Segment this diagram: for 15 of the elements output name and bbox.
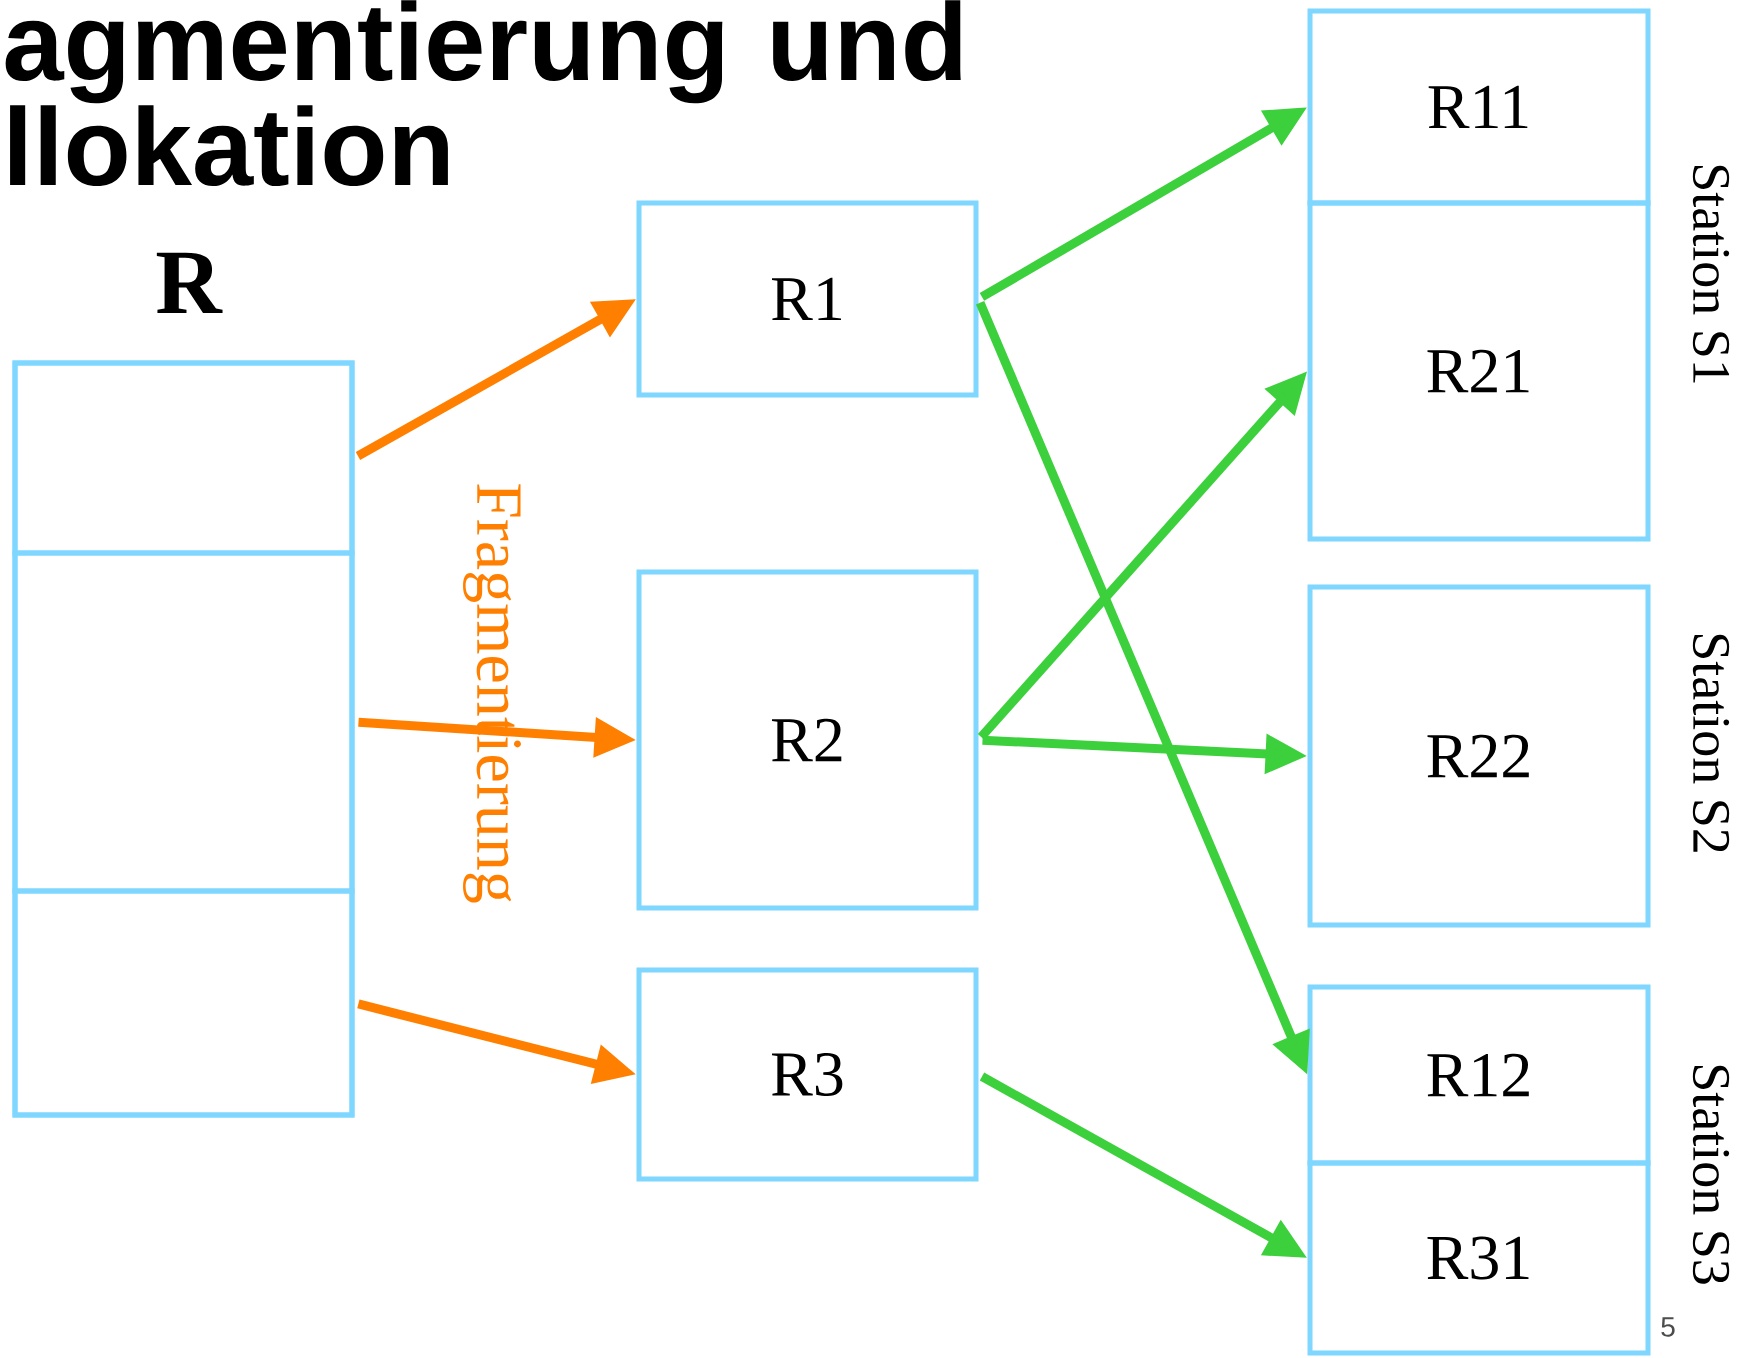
box: R11 xyxy=(1307,8,1651,206)
box: R21 xyxy=(1307,200,1651,542)
rotated-label: Fragmentierung xyxy=(463,484,521,903)
station-label: Station S2 xyxy=(1692,634,1730,852)
box: R12 xyxy=(1307,984,1651,1166)
box: R22 xyxy=(1307,584,1651,928)
box: R2 xyxy=(636,569,979,911)
station-label: Station S1 xyxy=(1692,165,1730,383)
box: R1 xyxy=(636,200,979,398)
segment-box xyxy=(12,888,355,1118)
title: agmentierung und llokation xyxy=(5,0,961,187)
box: R3 xyxy=(636,967,979,1182)
box: R31 xyxy=(1307,1160,1651,1356)
heading: R xyxy=(156,252,223,313)
station-label: Station S3 xyxy=(1692,1065,1730,1284)
